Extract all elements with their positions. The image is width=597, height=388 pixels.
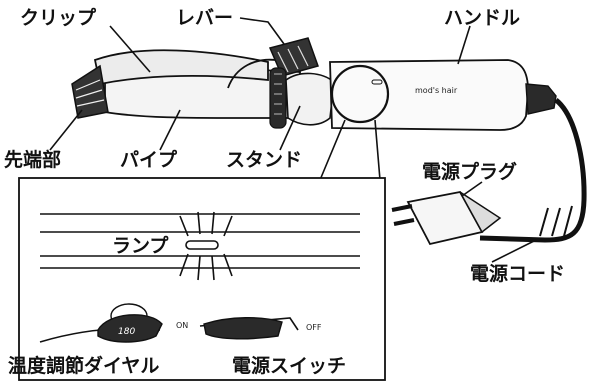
lever-shaft — [227, 58, 277, 89]
label-tip: 先端部 — [4, 148, 61, 171]
on-text: ON — [176, 321, 188, 330]
leader-lines — [49, 17, 537, 263]
label-clip: クリップ — [20, 6, 97, 29]
lamp-window — [185, 240, 219, 250]
power-cord — [479, 98, 587, 243]
label-pipe: パイプ — [120, 148, 178, 171]
label-stand: スタンド — [226, 149, 302, 171]
dial-value: 180 — [118, 327, 135, 337]
brand-text: mod's hair — [415, 86, 458, 95]
off-text: OFF — [306, 323, 322, 332]
label-power-cord: 電源コード — [470, 262, 565, 285]
lever-grip — [268, 37, 319, 77]
inset-panel: 180 ON OFF — [18, 177, 386, 381]
temperature-dial: 180 — [39, 303, 163, 343]
label-lamp: ランプ — [112, 234, 169, 257]
lamp-glow-rays — [179, 211, 233, 281]
inset-frame — [18, 177, 386, 381]
zoom-callout — [319, 64, 390, 181]
cord-break-marks — [539, 205, 573, 237]
label-power-plug: 電源プラグ — [422, 160, 517, 183]
collar-ring — [269, 67, 287, 129]
stand-shape — [285, 72, 335, 126]
label-power-switch: 電源スイッチ — [232, 354, 346, 377]
handle-shape — [329, 59, 529, 131]
zoom-circle — [330, 64, 390, 124]
power-switch — [199, 317, 299, 340]
label-temperature-dial: 温度調節ダイヤル — [8, 354, 159, 377]
power-plug — [391, 190, 502, 246]
lamp-small — [371, 79, 383, 85]
handle-end — [525, 83, 557, 115]
curling-iron: mod's hair — [71, 37, 587, 246]
tip-shape — [71, 64, 109, 119]
label-lever: レバー — [176, 7, 233, 29]
zoom-connector-lines — [319, 119, 381, 181]
label-handle: ハンドル — [444, 7, 520, 29]
